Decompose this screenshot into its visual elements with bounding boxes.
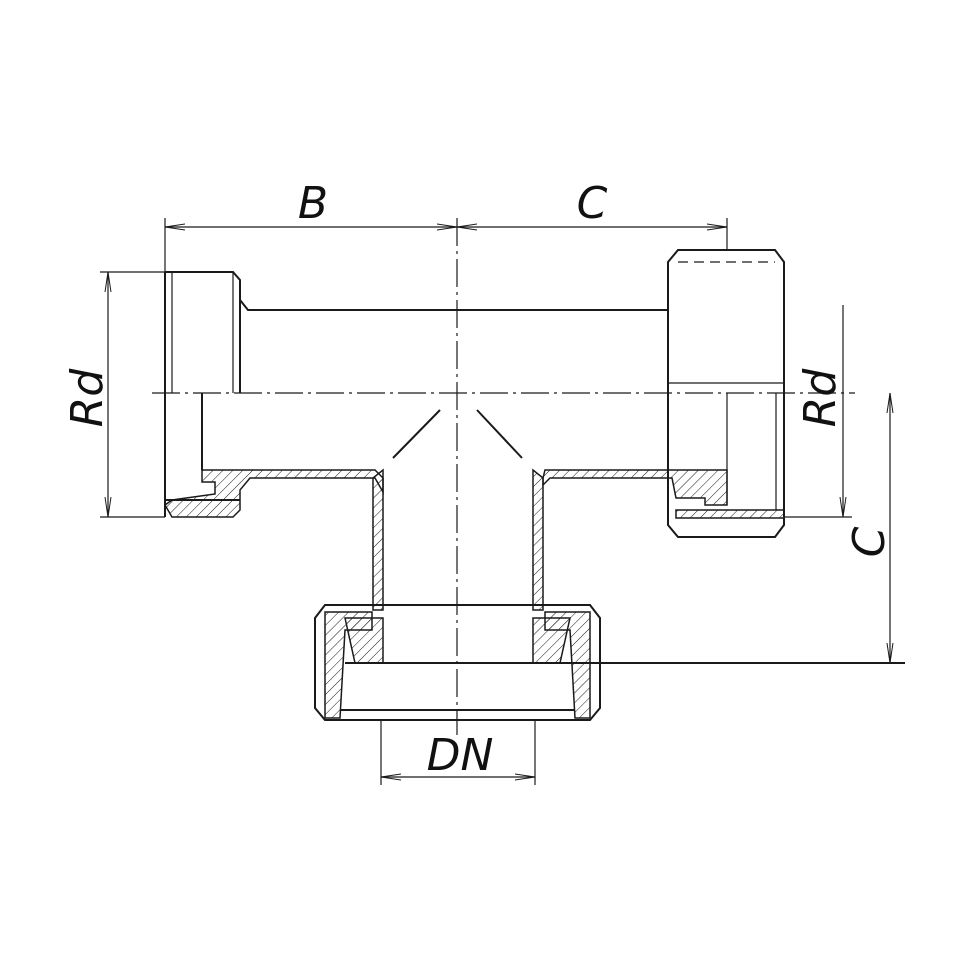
label-c-top: C [577, 178, 608, 229]
label-c-right: C [844, 526, 895, 557]
bottom-branch [372, 468, 544, 611]
tee-body [201, 299, 668, 470]
dimension-b-c [164, 218, 728, 272]
label-rd-right: Rd [795, 368, 846, 428]
right-threaded-end [542, 249, 785, 538]
dimension-dn [380, 720, 536, 785]
dimension-left-rd [100, 271, 165, 518]
centerlines [152, 218, 855, 735]
dimension-right-rd [784, 305, 852, 518]
left-threaded-end [164, 271, 384, 518]
label-b: B [298, 178, 328, 229]
label-dn: DN [427, 730, 494, 781]
label-rd-left: Rd [62, 368, 113, 428]
bottom-nut [314, 604, 905, 721]
